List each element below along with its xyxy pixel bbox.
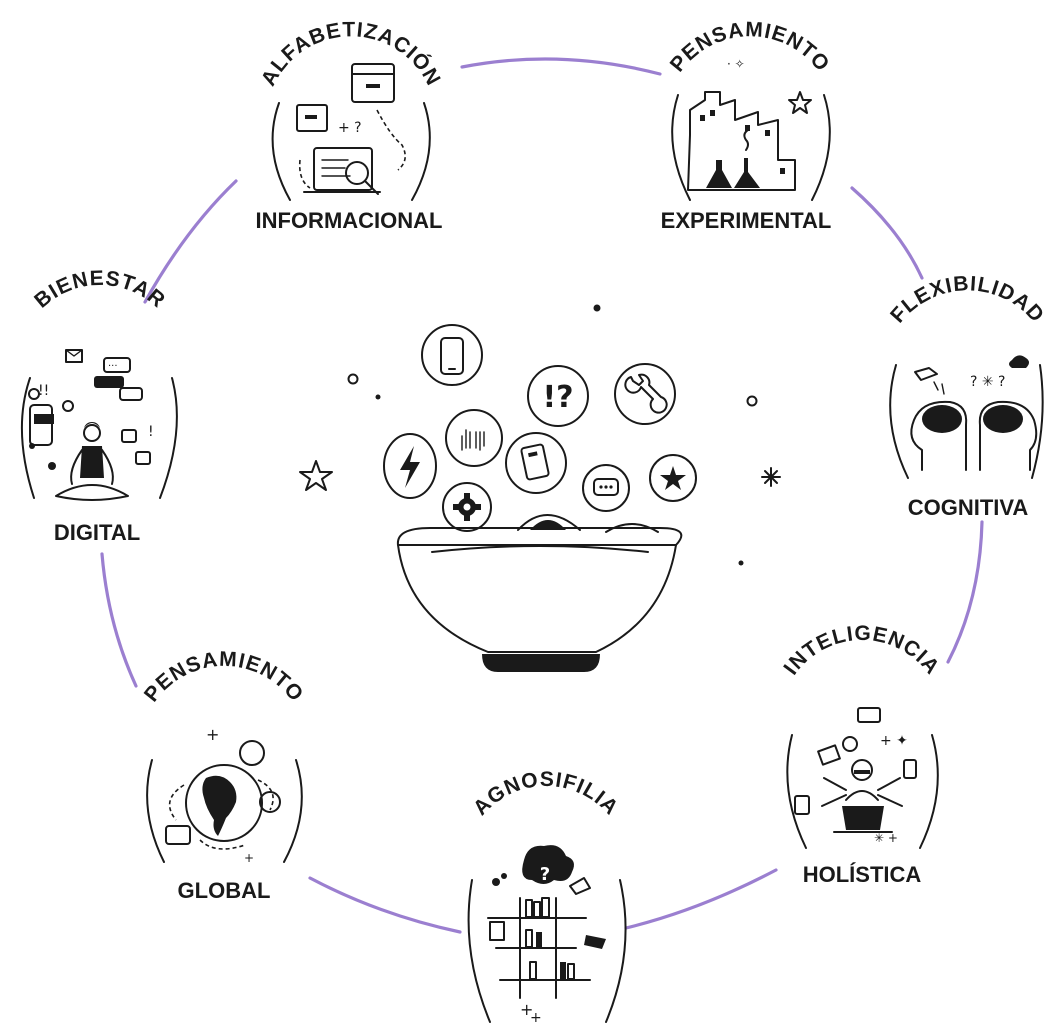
ring-segment-informacional-experimental <box>460 57 662 76</box>
svg-text:✳ +: ✳ + <box>874 831 898 845</box>
node-digital: BIENESTAR ··· !! ! DIGITAL <box>20 267 178 545</box>
svg-text:!!: !! <box>38 383 49 399</box>
hands-icon <box>445 409 503 467</box>
ring-segment-experimental-cognitiva <box>850 186 924 280</box>
bookshelf-question-icon: ? + + <box>487 845 606 1026</box>
svg-text:+ ?: + ? <box>338 120 362 136</box>
node-label-global: GLOBAL <box>178 878 271 903</box>
node-label-experimental: EXPERIMENTAL <box>661 208 832 233</box>
meditating-person-icon: ··· !! ! <box>28 349 154 501</box>
svg-text:+: + <box>206 725 219 744</box>
exclamation-question-icon: !? <box>527 365 589 427</box>
bowl-icon <box>396 527 683 672</box>
arc-label-experimental: PENSAMIENTO <box>666 18 834 76</box>
gear-icon <box>442 482 492 532</box>
ring-segment-holistica-agnosifilia <box>624 868 778 930</box>
folders-laptop-icon: + ? <box>296 63 406 195</box>
node-holistica: INTELIGENCIA + ✦ ✳ + HOLÍSTICA <box>779 622 944 887</box>
svg-text:!?: !? <box>542 380 573 415</box>
node-label-informacional: INFORMACIONAL <box>256 208 443 233</box>
lightning-icon <box>383 433 437 499</box>
svg-text:+: + <box>520 1000 533 1019</box>
arc-label-holistica: INTELIGENCIA <box>779 622 944 679</box>
chat-icon <box>582 464 630 512</box>
ring-segment-global-digital <box>100 552 138 688</box>
ring-segment-cognitiva-holistica <box>946 520 984 664</box>
star-icon <box>649 454 697 502</box>
ring-segment-agnosifilia-global <box>308 876 462 934</box>
node-cognitiva: FLEXIBILIDAD ? ✳ ? COGNITIVA <box>886 272 1044 520</box>
svg-text:? ✳ ?: ? ✳ ? <box>970 374 1006 390</box>
asterisk-icon <box>761 467 781 487</box>
node-experimental: PENSAMIENTO · ✧ EXPERIMENTAL <box>661 18 834 233</box>
arc-label-digital: BIENESTAR <box>30 267 169 313</box>
svg-text:+: + <box>530 1010 542 1026</box>
node-informacional: ALFABETIZACIÓN + ? INFORMACIONAL <box>256 18 445 233</box>
wrench-icon <box>614 363 676 425</box>
svg-text:· ✧: · ✧ <box>727 57 745 71</box>
node-label-holistica: HOLÍSTICA <box>803 862 922 887</box>
svg-text:+ ✦: + ✦ <box>880 733 908 749</box>
center-bowl-illustration: !? <box>299 304 781 672</box>
connector-ring <box>100 57 984 934</box>
small-star-icon <box>299 460 333 491</box>
two-heads-brains-icon: ? ✳ ? <box>910 355 1038 471</box>
multitasking-person-icon: + ✦ ✳ + <box>794 707 917 845</box>
arc-label-cognitiva: FLEXIBILIDAD <box>886 272 1044 327</box>
node-global: PENSAMIENTO + + GLOBAL <box>140 648 308 903</box>
node-label-cognitiva: COGNITIVA <box>908 495 1029 520</box>
svg-text:!: ! <box>148 424 154 440</box>
arc-label-agnosifilia: AGNOSIFILIA <box>469 768 623 820</box>
node-agnosifilia: AGNOSIFILIA ? + + <box>467 768 627 1026</box>
book-icon <box>505 432 567 494</box>
globe-icon: + + <box>165 725 281 865</box>
svg-text:+: + <box>244 851 254 865</box>
svg-text:?: ? <box>540 864 550 885</box>
node-label-digital: DIGITAL <box>54 520 140 545</box>
svg-text:···: ··· <box>108 361 118 372</box>
city-lab-icon: · ✧ <box>687 57 812 191</box>
phone-icon <box>421 324 483 386</box>
arc-label-global: PENSAMIENTO <box>140 648 308 707</box>
ring-segment-digital-informacional <box>143 179 238 304</box>
